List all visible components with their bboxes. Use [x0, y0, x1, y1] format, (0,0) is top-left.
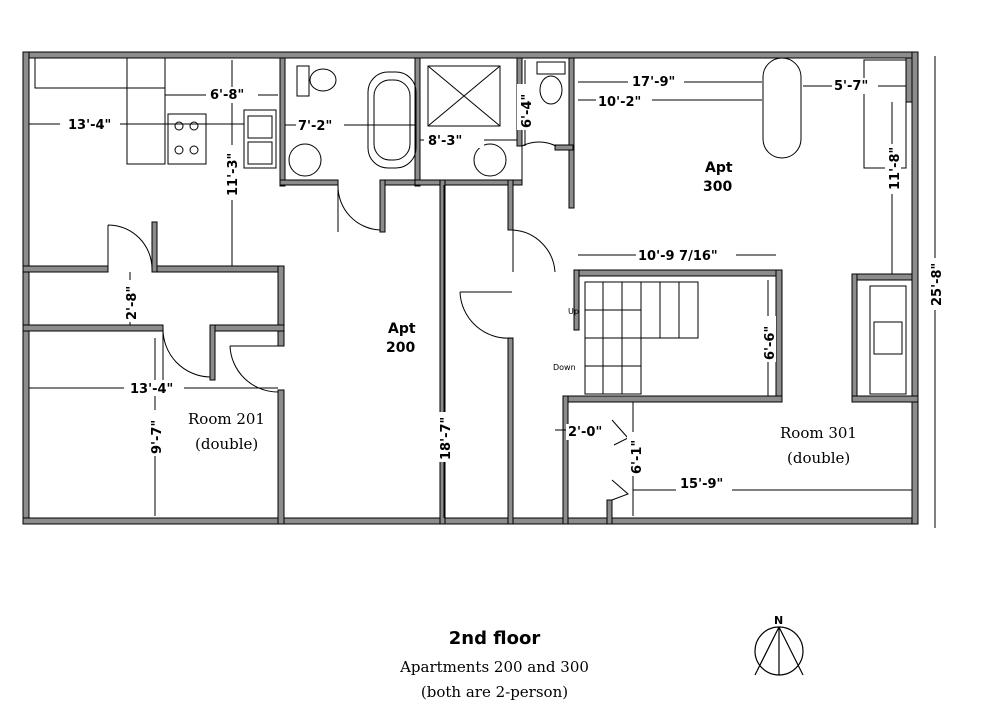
- dim-6-4: 6'-4": [520, 94, 535, 128]
- sink-bath1: [288, 143, 322, 177]
- dim-6-6: 6'-6": [763, 326, 778, 360]
- wall-room201-right: [277, 389, 285, 525]
- door-room201: [229, 345, 279, 393]
- wall-hall-top-right: [151, 265, 285, 273]
- wall-hall-bottom-right: [209, 324, 285, 332]
- bathtub: [367, 71, 417, 169]
- wall-bath1-bottom: [279, 179, 339, 186]
- wall-bath-mid: [414, 57, 421, 187]
- north-arrow: N: [754, 614, 804, 676]
- north-label: N: [774, 614, 783, 627]
- dim-7-2: 7'-2": [298, 119, 332, 134]
- door-bath1: [337, 184, 381, 232]
- dim-8-3: 8'-3": [428, 134, 462, 149]
- dim-10-2: 10'-2": [598, 95, 641, 110]
- wall-kitchen300-top: [851, 273, 913, 281]
- wall-closet-v: [209, 324, 216, 381]
- stove: [167, 113, 207, 165]
- wall-stair-left: [573, 269, 580, 331]
- dim-13-4-top: 13'-4": [68, 118, 111, 133]
- wall-central-right2: [507, 337, 514, 525]
- dim-15-9: 15'-9": [680, 477, 723, 492]
- outer-wall-right: [911, 51, 919, 525]
- sink-bath3: [473, 143, 507, 177]
- wall-kitchen300-left: [851, 273, 858, 403]
- water-heater: [762, 57, 802, 159]
- kitchen-sink: [243, 109, 277, 169]
- outer-wall-bottom: [22, 517, 919, 525]
- apt200-label-line1: Apt: [388, 321, 416, 337]
- wall-short-555: [554, 144, 574, 151]
- room-labels: Apt 200 Apt 300 Room 201 (double) Room 3…: [188, 160, 857, 467]
- room301-label: Room 301: [780, 424, 857, 442]
- dim-6-1: 6'-1": [630, 440, 645, 474]
- dim-5-7: 5'-7": [834, 79, 868, 94]
- stairs: [584, 281, 699, 395]
- plan-subtitle: Apartments 200 and 300: [400, 658, 589, 676]
- toilet-3: [539, 75, 563, 105]
- toilet-tank-3: [536, 61, 566, 75]
- apt200-label-line2: 200: [386, 340, 415, 356]
- apt300-label-line2: 300: [703, 179, 732, 195]
- door-apt200-b: [459, 291, 513, 339]
- counter-apt300-kitchen: [869, 285, 907, 395]
- dim-17-9: 17'-9": [632, 75, 675, 90]
- plan-note: (both are 2-person): [420, 683, 569, 701]
- door-apt200: [512, 229, 556, 273]
- dim-2-0: 2'-0": [568, 425, 602, 440]
- dim-2-8: 2'-8": [125, 286, 140, 320]
- wall-stair-top: [573, 269, 783, 277]
- dim-10-9-7-16: 10'-9 7/16": [638, 249, 718, 264]
- dim-11-8: 11'-8": [888, 147, 903, 190]
- door-bath3: [521, 141, 557, 185]
- room301-sublabel: (double): [787, 449, 850, 467]
- wall-hall-v1: [151, 221, 158, 273]
- wall-hall-bottom-left: [22, 324, 164, 332]
- dim-18-7: 18'-7": [439, 417, 454, 460]
- wall-bath3-bottom: [414, 179, 523, 186]
- dim-25-8: 25'-8": [930, 263, 945, 306]
- outer-wall-left: [22, 51, 30, 525]
- dim-13-4-bottom: 13'-4": [130, 382, 173, 397]
- door-closet: [162, 327, 211, 380]
- kitchen-counter: [34, 57, 166, 89]
- kitchen-island: [126, 57, 166, 165]
- wall-stub-380: [379, 179, 386, 233]
- shower: [427, 65, 501, 127]
- wall-apt300-left: [568, 57, 575, 209]
- wall-stair-bottom: [562, 395, 783, 403]
- wall-bath2-bottom: [379, 179, 421, 186]
- outer-wall-top: [22, 51, 919, 59]
- wall-central-left: [439, 179, 446, 525]
- plan-title: 2nd floor: [448, 628, 541, 649]
- wall-closet301: [606, 499, 613, 525]
- doors: [107, 141, 629, 501]
- dimension-labels: 13'-4" 6'-8" 11'-3" 7'-2" 8'-3" 6'-4" 17…: [60, 74, 945, 492]
- wall-hall-right: [277, 265, 285, 347]
- toilet-1: [309, 68, 337, 92]
- wall-room301-left: [562, 395, 569, 525]
- toilet-tank-1: [296, 65, 310, 97]
- wall-right-inner: [905, 57, 913, 103]
- sink-apt300: [873, 321, 903, 355]
- walls: [22, 51, 919, 525]
- wall-bath1-left: [279, 57, 286, 187]
- apt300-label-line1: Apt: [705, 160, 733, 176]
- dim-6-8: 6'-8": [210, 88, 244, 103]
- room201-label: Room 201: [188, 410, 265, 428]
- fixtures: [34, 57, 907, 395]
- dim-9-7: 9'-7": [150, 420, 165, 454]
- wall-central-right: [507, 179, 514, 231]
- door-hall-top: [107, 224, 153, 270]
- stair-up-label: Up: [568, 307, 579, 316]
- wall-kitchen300-bottom: [851, 395, 919, 403]
- dim-11-3: 11'-3": [226, 153, 241, 196]
- room201-sublabel: (double): [195, 435, 258, 453]
- stair-down-label: Down: [553, 363, 576, 372]
- wall-hall-top-left: [22, 265, 109, 273]
- door-room301-closet: [611, 419, 629, 501]
